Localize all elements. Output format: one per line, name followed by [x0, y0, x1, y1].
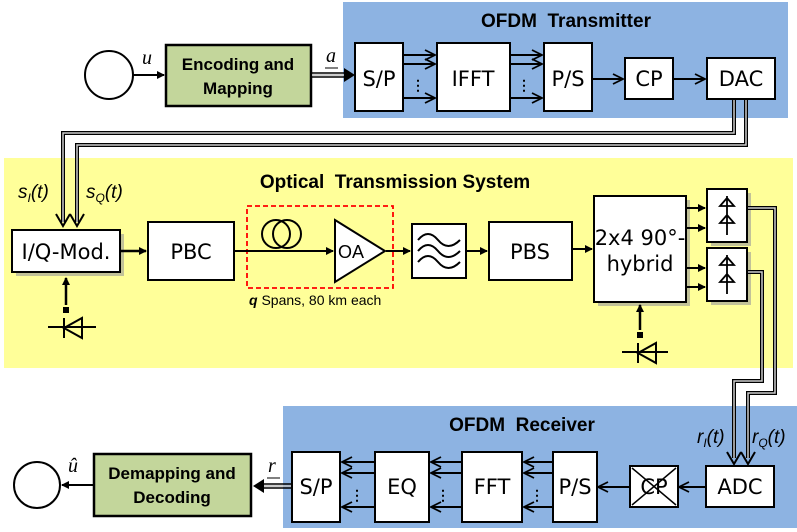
estimate-symbol: û [68, 455, 78, 477]
iq-modulator-label: I/Q-Mod. [22, 240, 111, 264]
rx-dots-1: ⋮ [530, 487, 544, 503]
rx-dots-3: ⋮ [350, 487, 364, 503]
ifft-block [436, 42, 511, 112]
si-label: sI(t) [18, 182, 49, 205]
receiver-title: OFDM Receiver [449, 415, 595, 436]
sink-node [13, 461, 61, 509]
fft-block [461, 451, 523, 523]
rx-sp-label: S/P [299, 475, 332, 499]
symbol-vector-a: a [326, 45, 336, 67]
sq-label: sQ(t) [86, 182, 123, 205]
equalizer-label: EQ [387, 475, 417, 499]
rx-ps-label: P/S [558, 475, 591, 499]
pbs-label: PBS [510, 240, 550, 264]
demapping-decoding-block [92, 452, 253, 518]
cp-insert-label: CP [635, 67, 662, 91]
received-vector-r: r [268, 455, 276, 477]
tx-ps-label: P/S [551, 67, 584, 91]
amplifier-label: OA [338, 242, 364, 262]
transmitter-title: OFDM Transmitter [481, 11, 652, 32]
tx-dots-2: ⋮ [517, 77, 531, 93]
adc-block [705, 465, 775, 508]
cp-insert-block [624, 57, 674, 100]
decoder-label-2: Decoding [133, 488, 210, 507]
optical-title: Optical Transmission System [260, 172, 530, 193]
hybrid-label-1: 2x4 90°- [595, 226, 686, 250]
source-symbol: u [142, 47, 152, 69]
hybrid-label-2: hybrid [607, 252, 674, 276]
equalizer-block [374, 451, 430, 523]
tx-sp-block [354, 42, 404, 112]
filter-icon [417, 233, 461, 269]
optical-amplifier [334, 218, 387, 284]
encoding-mapping-block [164, 43, 313, 108]
photodiode-icon [718, 196, 736, 294]
tx-sp-label: S/P [362, 67, 395, 91]
rx-ps-block [552, 451, 598, 523]
pbc-label: PBC [170, 240, 211, 264]
ri-label: rI(t) [697, 427, 725, 450]
fiber-span-box [246, 205, 394, 289]
dac-label: DAC [719, 67, 763, 91]
rq-label: rQ(t) [752, 427, 786, 450]
source-node [84, 50, 134, 100]
fiber-coil-icon [261, 219, 302, 249]
tx-ps-block [543, 42, 593, 112]
encoder-label-2: Mapping [203, 79, 273, 98]
rx-sp-block [291, 451, 341, 523]
decoder-label-1: Demapping and [108, 464, 236, 483]
local-oscillator-laser-icon [622, 304, 668, 365]
tx-dots-1: ⋮ [411, 77, 425, 93]
laser-icon [48, 277, 96, 340]
hybrid-block [593, 195, 687, 303]
encoder-label-1: Encoding and [182, 55, 294, 74]
pbs-block [488, 221, 573, 281]
adc-label: ADC [717, 475, 762, 499]
fft-label: FFT [474, 475, 511, 499]
dac-block [706, 57, 776, 100]
rx-dots-2: ⋮ [436, 487, 450, 503]
span-caption: q Spans, 80 km each [249, 292, 381, 308]
iq-modulator-block [11, 229, 121, 273]
ifft-label: IFFT [452, 67, 495, 91]
pbc-block [147, 221, 235, 281]
